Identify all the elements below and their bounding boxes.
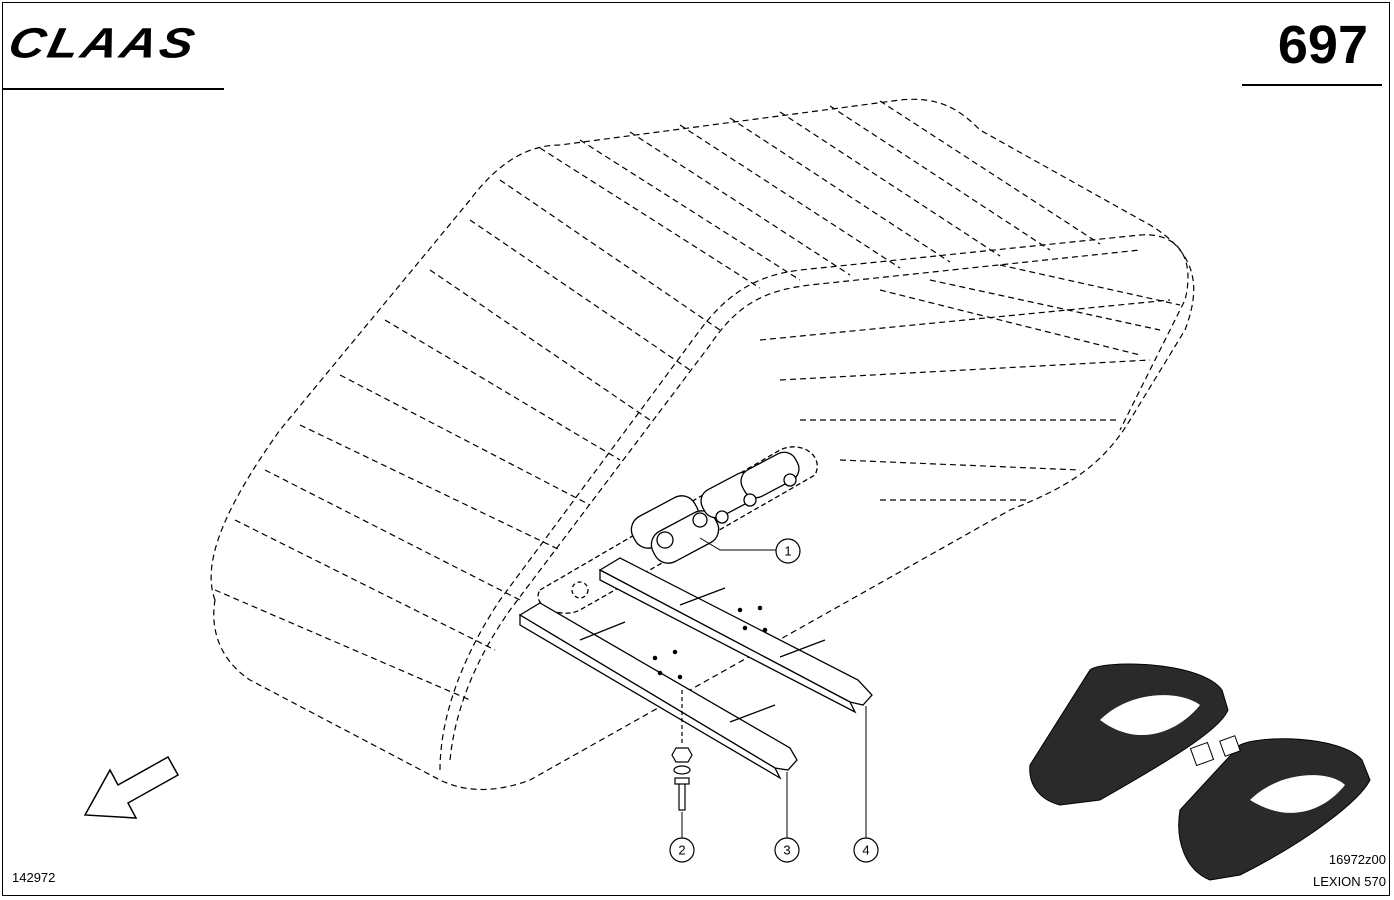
callout-2: 2 xyxy=(669,837,695,863)
svg-text:1: 1 xyxy=(784,544,791,559)
leader-lines xyxy=(681,537,867,838)
svg-text:2: 2 xyxy=(678,843,685,858)
logo-rule xyxy=(2,88,224,90)
drawing-id: 142972 xyxy=(12,870,56,885)
page-number-rule xyxy=(1242,84,1382,86)
svg-text:4: 4 xyxy=(862,843,869,858)
cleat-front-part xyxy=(518,602,798,780)
callout-4: 4 xyxy=(853,837,879,863)
cleat-rear-part xyxy=(598,557,873,714)
fastener-stack xyxy=(671,690,693,811)
callout-3: 3 xyxy=(774,837,800,863)
track-thumbnail xyxy=(1029,663,1371,881)
direction-arrow-icon xyxy=(83,755,180,819)
model-label: LEXION 570 xyxy=(1313,874,1386,889)
page-number: 697 xyxy=(1277,15,1368,75)
track-belt xyxy=(210,98,1195,790)
svg-text:3: 3 xyxy=(783,843,790,858)
reference-code: 16972z00 xyxy=(1328,852,1386,867)
callout-1: 1 xyxy=(775,538,801,564)
